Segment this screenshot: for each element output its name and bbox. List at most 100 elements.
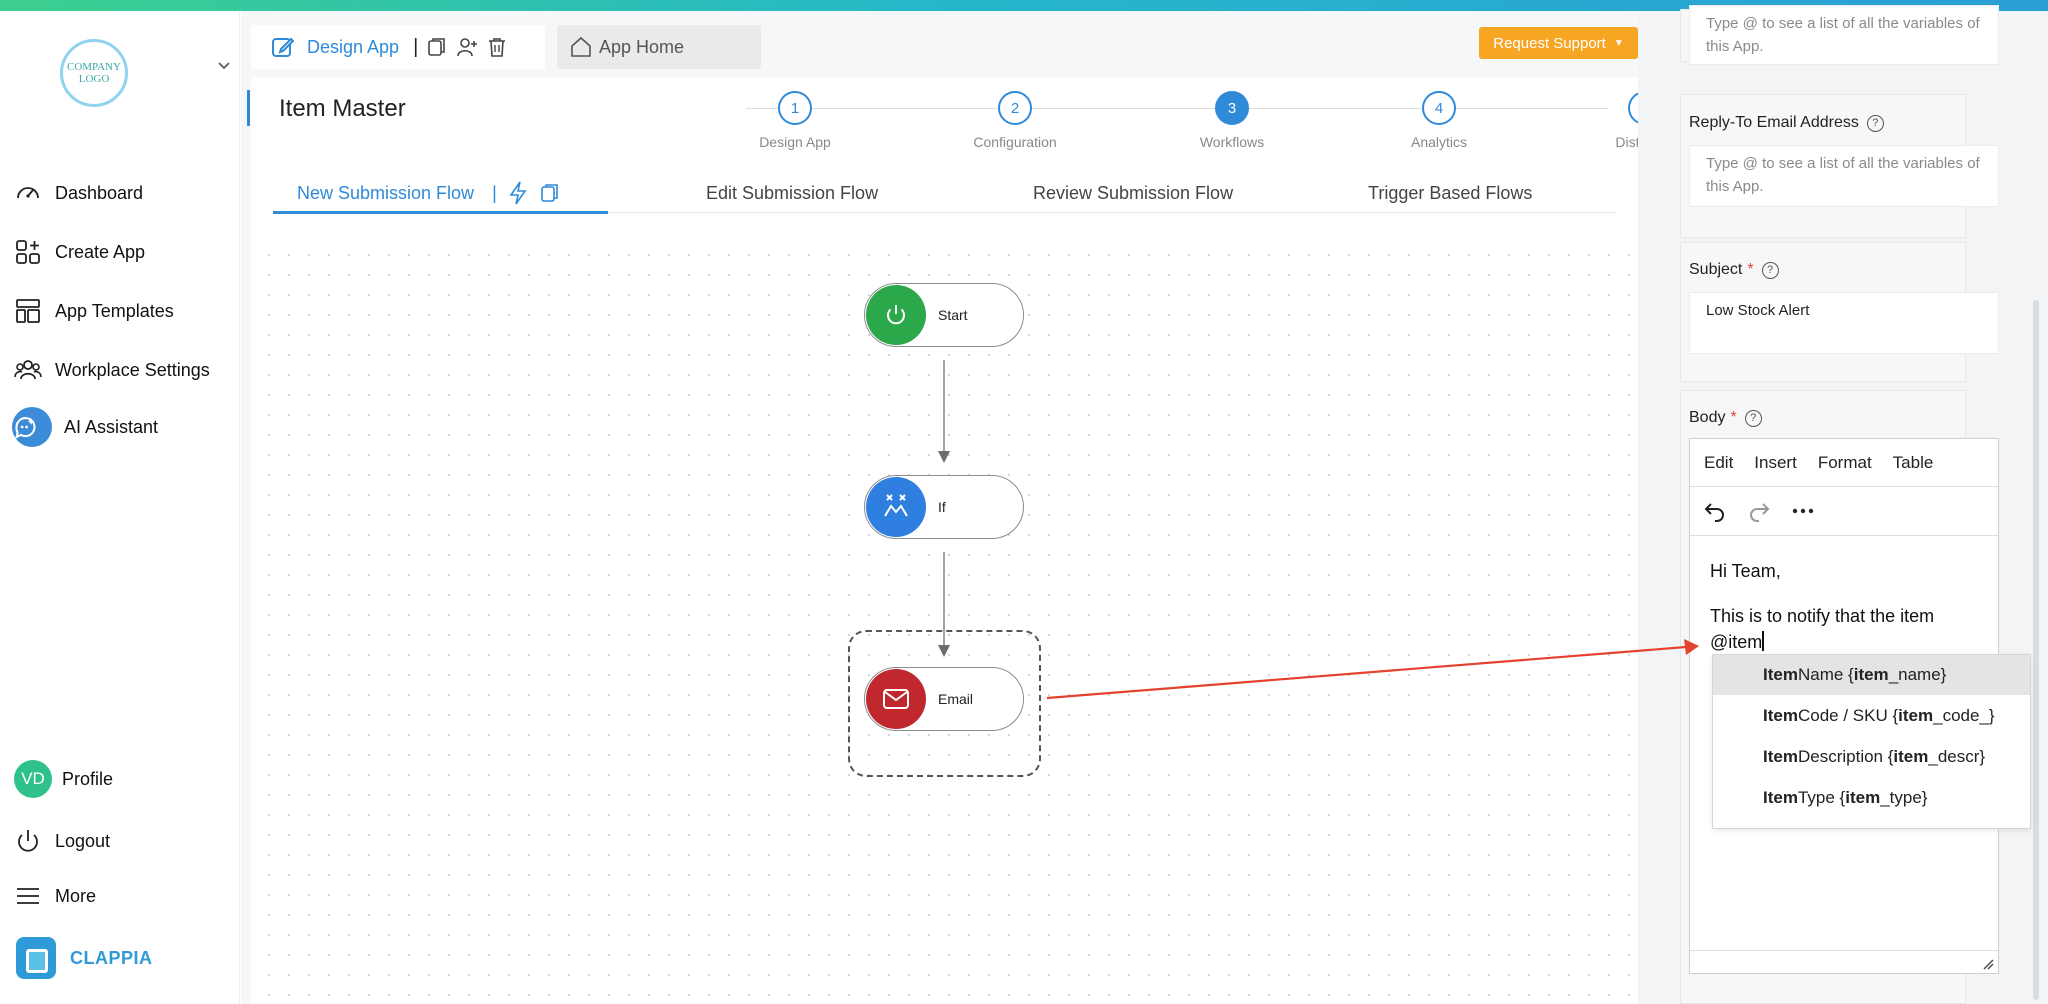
more-options-icon[interactable] <box>1790 498 1816 524</box>
brand-logo[interactable]: CLAPPIA <box>16 937 153 979</box>
subject-label: Subject * ? <box>1689 261 1779 279</box>
editor-statusbar-divider <box>1690 950 1998 951</box>
trash-icon[interactable] <box>486 36 508 58</box>
required-marker: * <box>1730 409 1737 426</box>
sidebar-item-label: Profile <box>62 768 114 789</box>
tab-edit-submission-flow[interactable]: Edit Submission Flow <box>706 182 879 203</box>
suggestion-text: _code_} <box>1933 706 1995 725</box>
editor-toolbar <box>1690 487 1998 536</box>
tab-review-submission-flow[interactable]: Review Submission Flow <box>1033 182 1234 203</box>
avatar: VD <box>14 760 52 798</box>
suggestion-item[interactable]: Item Description {item_descr} <box>1713 737 2030 777</box>
sidebar-item-more[interactable]: More <box>14 880 96 912</box>
sidebar-item-workplace-settings[interactable]: Workplace Settings <box>14 354 210 386</box>
help-icon[interactable]: ? <box>1866 114 1884 132</box>
match-text: Item <box>1763 747 1798 766</box>
sidebar-item-ai-assistant[interactable]: AI Assistant <box>12 407 158 447</box>
menu-table[interactable]: Table <box>1892 452 1934 472</box>
label-text: Reply-To Email Address <box>1689 114 1859 131</box>
step-number: 4 <box>1422 91 1456 125</box>
tab-trigger-based-flows[interactable]: Trigger Based Flows <box>1368 182 1533 203</box>
copy-icon[interactable] <box>539 182 561 204</box>
logo-text: COMPANY LOGO <box>66 61 121 85</box>
suggestion-text: Code / SKU { <box>1797 706 1899 725</box>
sidebar-item-create-app[interactable]: Create App <box>14 236 145 268</box>
match-text: item <box>1898 706 1934 725</box>
match-text: Item <box>1763 788 1798 807</box>
match-text: item <box>1893 747 1929 766</box>
match-text: Item <box>1763 706 1798 725</box>
menu-icon <box>17 888 39 904</box>
undo-icon[interactable] <box>1702 498 1728 524</box>
match-text: Item <box>1763 665 1798 684</box>
menu-insert[interactable]: Insert <box>1754 452 1797 472</box>
resize-handle-icon[interactable] <box>1982 958 1994 970</box>
suggestion-text: _descr} <box>1928 747 1986 766</box>
suggestion-item[interactable]: Item Type {item_type} <box>1713 778 2030 818</box>
header-tabs: Design App | App Home <box>251 25 761 69</box>
suggestion-text: _type} <box>1880 788 1928 807</box>
step-number: 1 <box>778 91 812 125</box>
menu-edit[interactable]: Edit <box>1704 452 1734 472</box>
clappia-icon <box>16 937 56 979</box>
separator: | <box>413 35 419 58</box>
suggestion-text: Name { <box>1797 665 1854 684</box>
flow-tabs: New Submission Flow | Edit Submission Fl… <box>273 173 1616 214</box>
reply-to-label: Reply-To Email Address ? <box>1689 114 1884 132</box>
suggestion-item[interactable]: Item Name {item_name} <box>1713 655 2030 695</box>
help-icon[interactable]: ? <box>1744 409 1762 427</box>
node-email[interactable]: Email <box>864 667 1024 731</box>
tab-new-submission-flow[interactable]: New Submission Flow | <box>297 173 561 213</box>
suggestion-text: Description { <box>1797 747 1894 766</box>
sidebar-item-label: App Templates <box>55 300 174 321</box>
top-variables-input[interactable]: Type @ to see a list of all the variable… <box>1689 5 1999 65</box>
sidebar-item-app-templates[interactable]: App Templates <box>14 295 174 327</box>
step-label: Workflows <box>1199 134 1265 150</box>
match-text: item <box>1853 665 1889 684</box>
reply-to-input[interactable]: Type @ to see a list of all the variable… <box>1689 145 1999 207</box>
variable-suggestion-dropdown: Item Name {item_name} Item Code / SKU {i… <box>1712 654 2031 829</box>
create-app-icon <box>16 240 40 264</box>
help-icon[interactable]: ? <box>1761 261 1779 279</box>
home-icon <box>571 36 591 57</box>
tab-app-home[interactable]: App Home <box>557 25 761 69</box>
add-user-icon[interactable] <box>456 36 478 58</box>
node-if[interactable]: If <box>864 475 1024 539</box>
node-start[interactable]: Start <box>864 283 1024 347</box>
ai-assistant-icon <box>12 407 52 447</box>
title-accent-bar <box>247 90 250 126</box>
editor-content[interactable]: Hi Team, This is to notify that the item… <box>1690 536 1998 677</box>
tab-design-app[interactable]: Design App | <box>251 25 545 69</box>
lightning-icon[interactable] <box>507 180 529 206</box>
menu-format[interactable]: Format <box>1817 452 1872 472</box>
chevron-down-icon[interactable] <box>216 57 232 73</box>
sidebar: COMPANY LOGO Dashboard Create App App Te… <box>0 11 240 1004</box>
editor-menubar: Edit Insert Format Table <box>1690 439 1998 487</box>
template-icon <box>16 299 40 323</box>
body-line: This is to notify that the item <box>1710 606 1935 626</box>
suggestion-item[interactable]: Item Code / SKU {item_code_} <box>1713 696 2030 736</box>
sidebar-item-logout[interactable]: Logout <box>14 825 110 857</box>
power-icon <box>866 285 926 345</box>
sidebar-item-dashboard[interactable]: Dashboard <box>14 177 143 209</box>
caret-down-icon: ▼ <box>1613 37 1624 49</box>
panel-scrollbar[interactable] <box>2033 300 2039 1000</box>
subject-input[interactable]: Low Stock Alert <box>1689 292 1999 354</box>
step-number: 3 <box>1215 91 1249 125</box>
top-gradient-bar <box>0 0 2048 11</box>
suggestion-text: _name} <box>1888 665 1947 684</box>
request-support-button[interactable]: Request Support ▼ <box>1479 27 1638 59</box>
redo-icon[interactable] <box>1746 498 1772 524</box>
connector-lines <box>938 360 950 657</box>
sidebar-item-profile[interactable]: VD Profile <box>14 760 114 798</box>
node-label: Email <box>938 691 974 707</box>
copy-icon[interactable] <box>426 36 448 58</box>
company-logo[interactable]: COMPANY LOGO <box>60 39 128 107</box>
active-tab-indicator <box>273 211 608 214</box>
mail-icon <box>866 669 926 729</box>
